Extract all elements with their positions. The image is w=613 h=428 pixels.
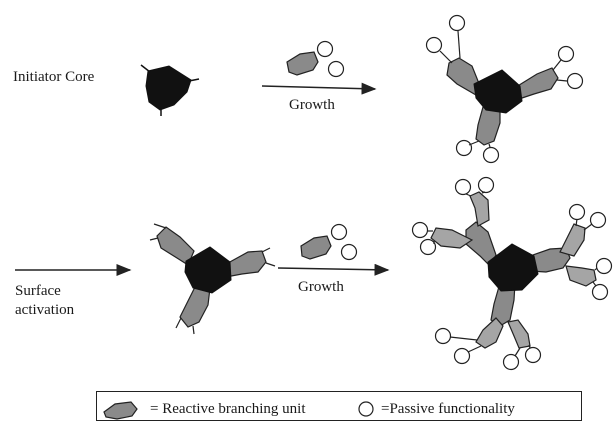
surface-activation-label-line1: Surface xyxy=(15,283,61,299)
monomer-icon-2 xyxy=(300,223,358,261)
initiator-core-label: Initiator Core xyxy=(13,69,95,85)
legend xyxy=(96,391,582,421)
growth-arrow-1 xyxy=(261,82,377,95)
growth-label-1: Growth xyxy=(289,97,335,113)
passive-functionality-icon xyxy=(358,401,374,417)
initiator-core xyxy=(140,64,200,116)
legend-reactive-label: = Reactive branching unit xyxy=(150,401,306,417)
generation-1-dendrimer xyxy=(425,14,584,164)
growth-label-2: Growth xyxy=(298,279,344,295)
monomer-icon-1 xyxy=(286,40,345,78)
surface-activation-label-line2: activation xyxy=(15,302,75,318)
generation-2-dendrimer xyxy=(411,176,613,371)
legend-passive-label: =Passive functionality xyxy=(381,401,515,417)
activated-generation-1 xyxy=(149,223,276,335)
growth-arrow-2 xyxy=(277,263,390,276)
reactive-branching-unit-icon xyxy=(103,401,138,420)
